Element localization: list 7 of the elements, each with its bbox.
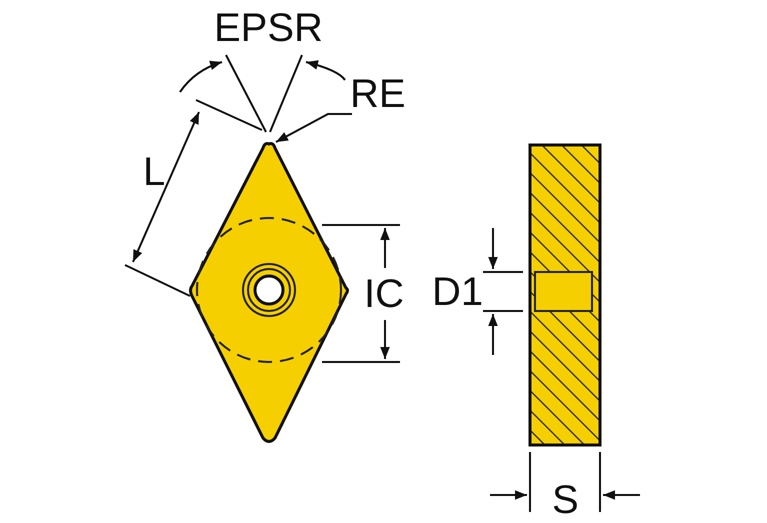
leader-line [276,113,352,143]
dimension-label: D1 [432,270,484,314]
dimension-label: S [552,478,579,522]
dimension-label: IC [364,272,404,316]
dimension-label: RE [350,72,416,118]
dimension-label: EPSR [214,6,323,50]
dimension-label: L [143,150,166,194]
